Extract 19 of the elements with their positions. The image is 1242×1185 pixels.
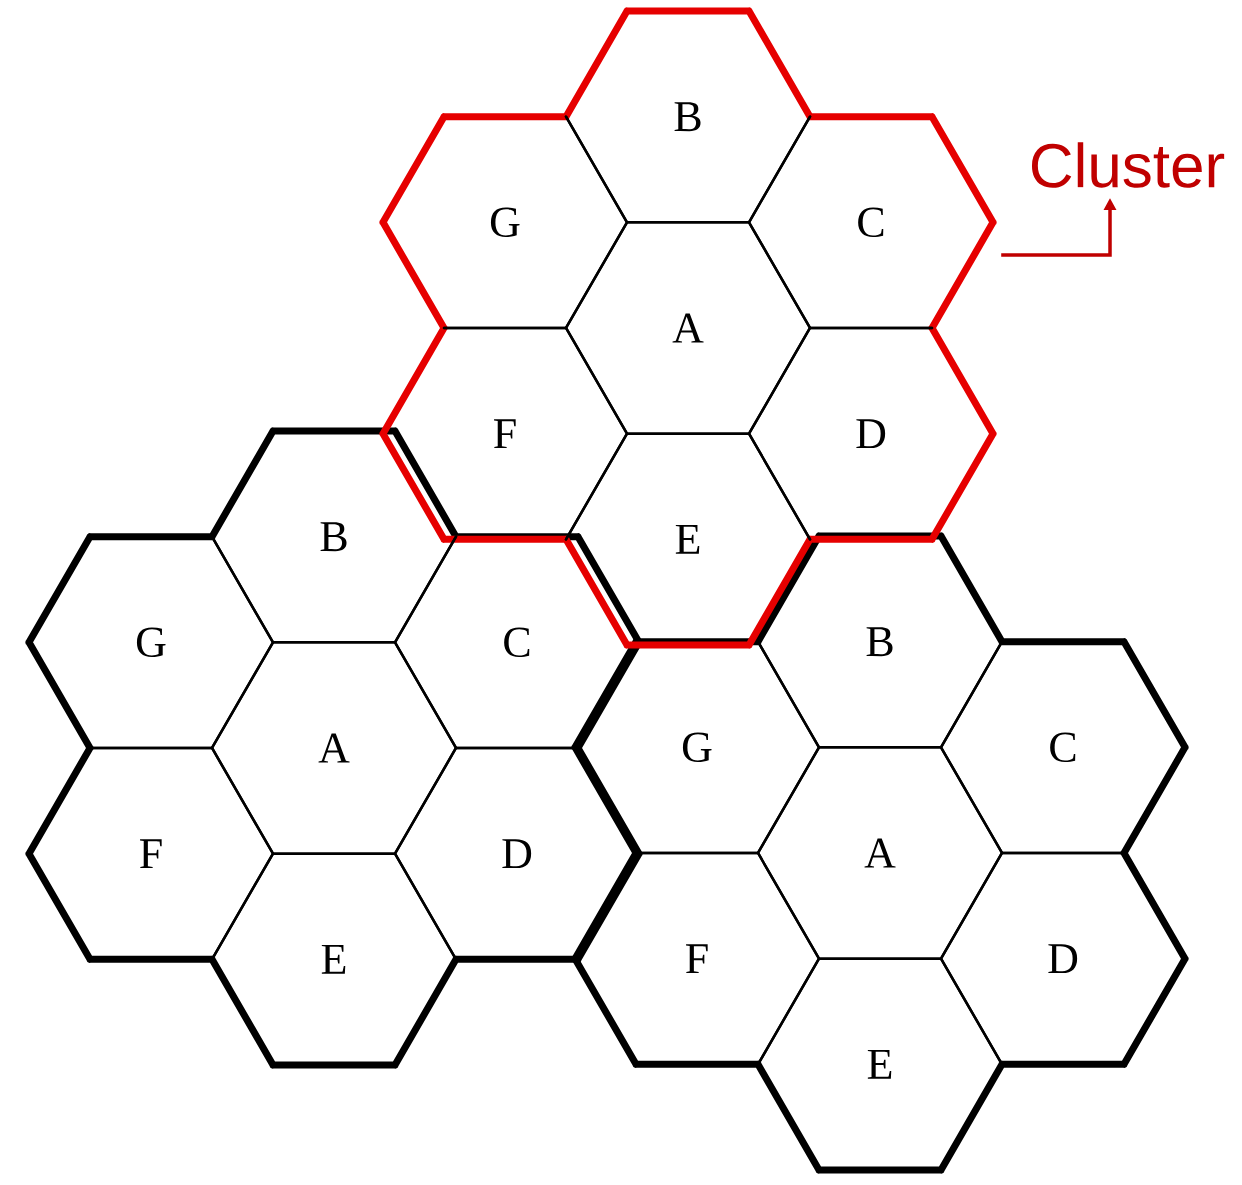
hexagon-cell: G [442, 115, 629, 330]
hexagon-cell: A [756, 746, 1004, 960]
node-label: B [320, 522, 347, 552]
hexagon-cell: C [393, 535, 580, 750]
hexagon-cell: C [747, 115, 934, 330]
hexagon-cell: D [939, 851, 1126, 1066]
node-label: B [866, 627, 893, 657]
hexagon-cell: D [747, 326, 934, 541]
node-label: B [674, 102, 701, 132]
hexagon-cell: G [88, 535, 275, 750]
hexagon-cell: F [634, 851, 821, 1066]
hexagon-cell: F [442, 326, 629, 541]
hexagon-cell: G [634, 640, 821, 855]
hexagon-cell: D [393, 746, 580, 961]
hexagon-cell: A [564, 221, 812, 435]
hexagon-cell: F [88, 746, 275, 961]
cluster-label: Cluster [1031, 142, 1225, 188]
hexagon-cell: A [210, 641, 458, 855]
hexagon-cell: C [939, 640, 1126, 855]
